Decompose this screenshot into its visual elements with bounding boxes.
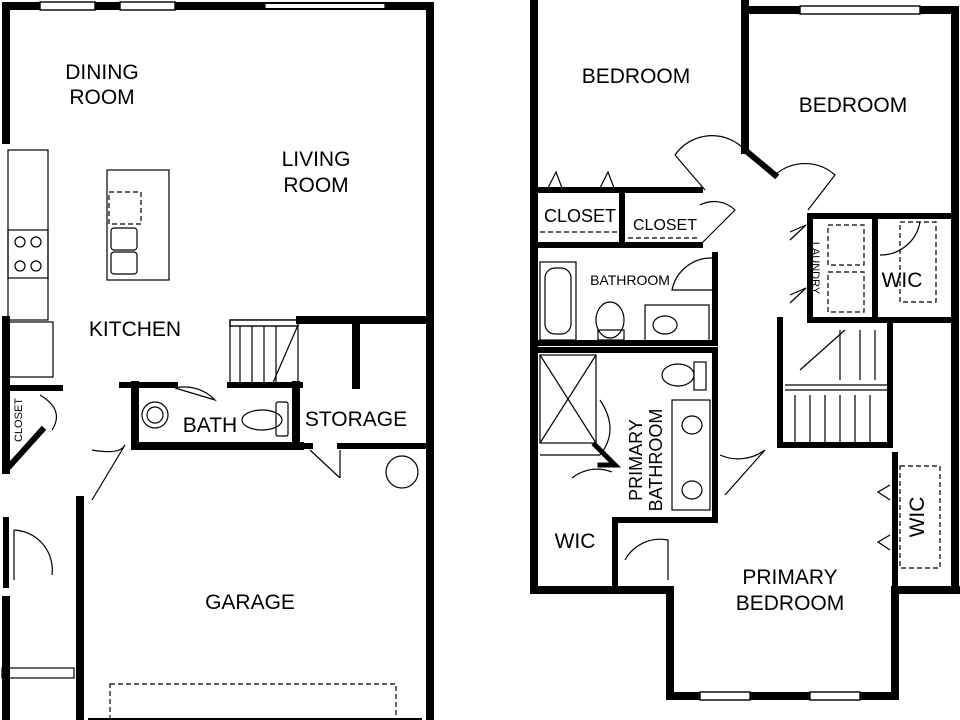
laundry-bifold-doors — [789, 224, 807, 304]
closet-wall-diagonal — [1, 425, 47, 475]
shower-diagonal — [539, 354, 597, 444]
bath-door-swing — [174, 386, 217, 402]
shower-door — [599, 399, 611, 456]
dining-room-label-line2: ROOM — [69, 86, 134, 109]
entry-door — [13, 529, 53, 580]
primary-bathroom-walls — [531, 347, 718, 593]
bathroom-walls — [531, 252, 718, 346]
closet-bifold-doors — [547, 170, 615, 189]
closet-door-swing — [39, 394, 58, 431]
bedroom-left-label: BEDROOM — [582, 65, 691, 88]
sink-basin — [110, 251, 138, 275]
wic-upper-door — [879, 221, 921, 256]
toilet-bowl — [661, 363, 695, 387]
water-heater — [385, 455, 419, 489]
primary-bedroom-label-line1: PRIMARY — [742, 566, 837, 589]
primary-bedroom-door — [719, 449, 766, 496]
cooktop — [7, 229, 49, 279]
bedroom-door-swing — [774, 162, 836, 211]
kitchen-island — [106, 169, 170, 281]
toilet-tank — [275, 401, 289, 437]
primary-bathroom-label-line2: BATHROOM — [646, 409, 666, 512]
storage-label: STORAGE — [305, 408, 407, 431]
second-floor-plan: BEDROOM BEDROOM CLOSET CLOSET BATHROOM L… — [530, 0, 960, 701]
refrigerator — [7, 321, 54, 378]
toilet-tank — [693, 361, 707, 391]
toilet-bowl — [595, 301, 625, 339]
washer — [827, 224, 865, 266]
vanity-sink — [681, 480, 703, 500]
closet-right-label: CLOSET — [633, 217, 697, 234]
burner — [14, 236, 26, 248]
bathtub-basin — [544, 267, 572, 335]
wic-lower-right-label: WIC — [906, 497, 929, 538]
toilet-tank — [597, 329, 625, 341]
shower — [539, 354, 597, 444]
closet-left-label: CLOSET — [544, 206, 616, 226]
garage-door — [109, 683, 397, 720]
window — [119, 1, 176, 11]
toilet-bowl — [241, 409, 283, 431]
vanity — [644, 304, 710, 342]
window — [809, 691, 861, 701]
wic-upper-walls — [872, 213, 958, 323]
window — [699, 691, 751, 701]
burner — [30, 260, 42, 272]
stair-break-line — [271, 324, 299, 386]
window — [39, 1, 96, 11]
wic-lower-left-label: WIC — [555, 530, 596, 553]
dishwasher — [108, 191, 142, 225]
stair-walls — [777, 317, 893, 448]
stair-break-line — [799, 329, 846, 371]
bathroom-door-swing — [671, 257, 713, 291]
wic-lower-right-shelf — [899, 465, 941, 569]
burner — [30, 236, 42, 248]
dining-room-label-line1: DINING — [65, 61, 139, 84]
garage-label: GARAGE — [205, 591, 295, 614]
living-room-label-line1: LIVING — [282, 148, 351, 171]
porch-step — [1, 667, 75, 679]
wic-bifold-doors — [876, 484, 891, 551]
closet-label: CLOSET — [13, 398, 25, 442]
vanity-sink — [652, 315, 678, 335]
primary-bedroom-label-line2: BEDROOM — [736, 592, 845, 615]
vanity-sink — [681, 415, 703, 435]
bedroom-right-label: BEDROOM — [799, 94, 908, 117]
double-vanity — [671, 399, 711, 511]
burner — [14, 260, 26, 272]
kitchen-counter — [7, 149, 49, 321]
primary-bathroom-label-line1: PRIMARY — [626, 419, 646, 501]
bathroom-label: BATHROOM — [590, 272, 670, 288]
storage-door — [309, 449, 341, 479]
wic-lower-door — [624, 538, 669, 580]
hall-angled-wall — [740, 145, 780, 180]
bath-label: BATH — [183, 414, 237, 437]
first-floor-plan: DINING ROOM LIVING ROOM KITCHEN CLOSET B… — [1, 1, 434, 720]
dryer — [827, 271, 865, 313]
window — [799, 5, 921, 15]
bathtub — [539, 261, 577, 341]
bedroom-door-swing — [674, 135, 746, 191]
bath-sink-basin — [146, 406, 164, 424]
wic-upper-label: WIC — [882, 269, 923, 292]
garage-entry-door — [91, 444, 126, 501]
shower-partition — [591, 441, 622, 468]
closet-door-swing — [699, 200, 736, 246]
laundry-label: LAUNDRY — [809, 242, 821, 295]
living-room-label-line2: ROOM — [283, 174, 348, 197]
bath-sink — [141, 401, 169, 429]
kitchen-label: KITCHEN — [89, 318, 181, 341]
wic-upper-shelf — [899, 221, 937, 303]
stair-rail — [229, 319, 299, 327]
sink-basin — [110, 227, 138, 251]
window — [264, 2, 386, 10]
primary-bath-door — [571, 468, 613, 479]
